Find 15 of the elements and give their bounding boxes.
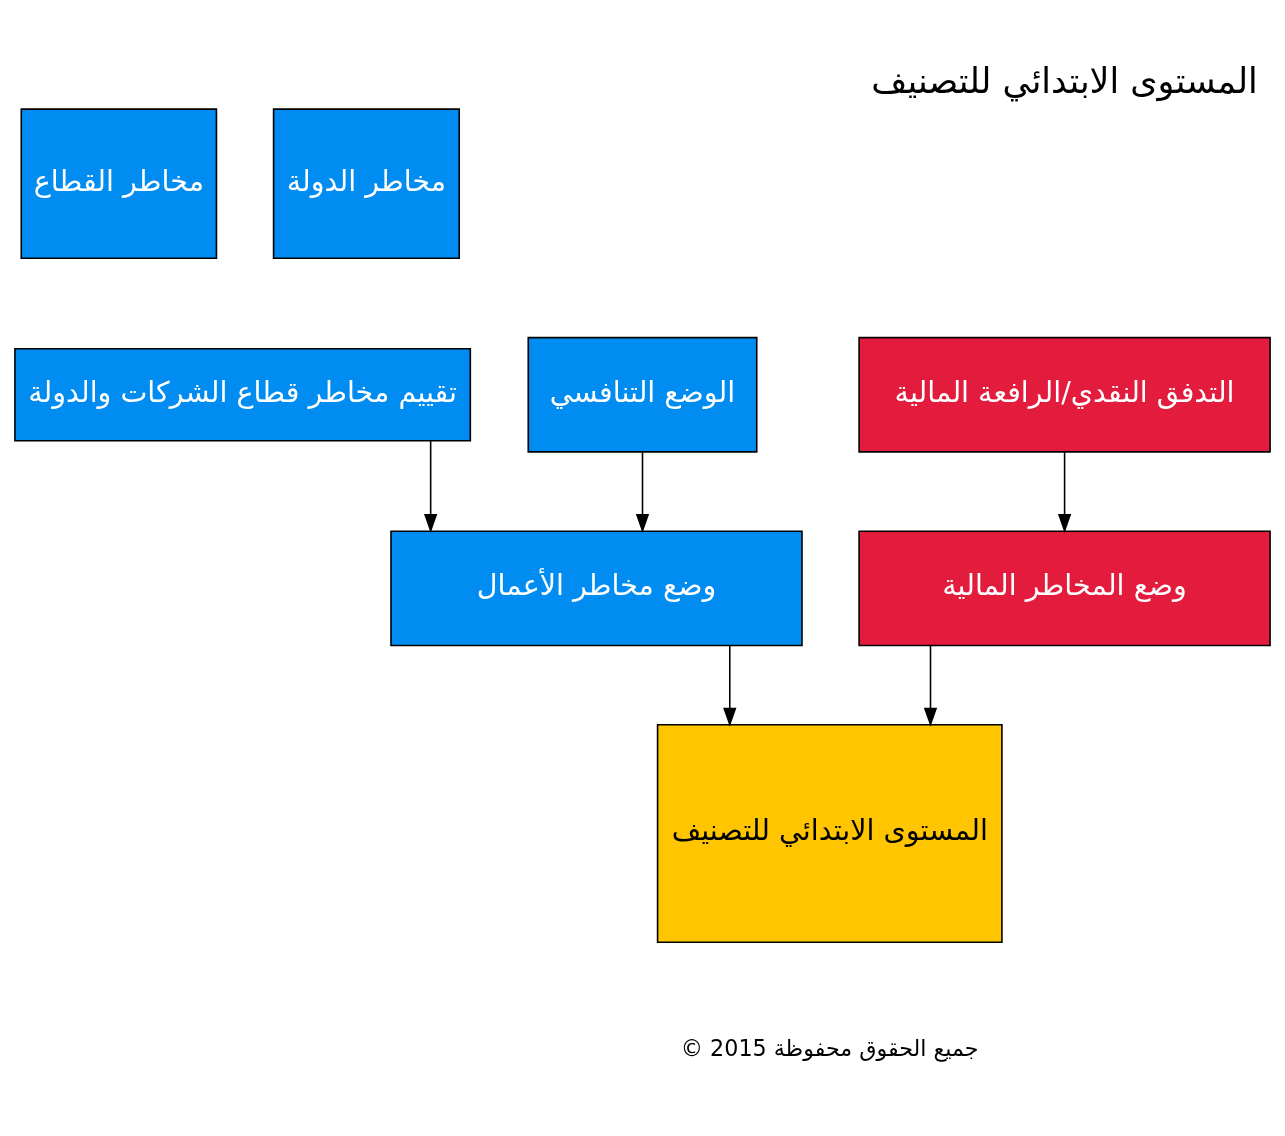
- node-box: مخاطر القطاع: [20, 107, 218, 259]
- arrow: [923, 644, 938, 727]
- node-box: وضع مخاطر الأعمال: [390, 529, 803, 646]
- node-box: تقييم مخاطر قطاع الشركات والدولة: [14, 347, 472, 442]
- diagram-title: المستوى الابتدائي للتصنيف: [871, 60, 1258, 101]
- arrow: [1057, 451, 1072, 533]
- arrow: [424, 439, 438, 533]
- node-box: مخاطر الدولة: [272, 107, 461, 259]
- arrow: [635, 451, 650, 533]
- label: © 2015 جميع الحقوق محفوظة: [680, 1034, 979, 1061]
- node-box: وضع المخاطر المالية: [858, 529, 1271, 646]
- node-box: المستوى الابتدائي للتصنيف: [656, 723, 1003, 943]
- arrow: [723, 644, 737, 727]
- node-box: الوضع التنافسي: [527, 336, 758, 453]
- node-box: التدفق النقدي/الرافعة المالية: [858, 336, 1271, 453]
